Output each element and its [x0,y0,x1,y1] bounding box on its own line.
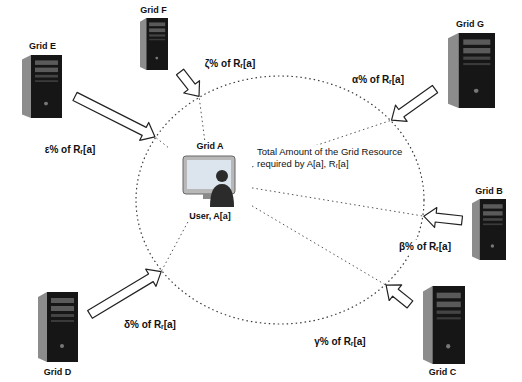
grid-label: Grid E [29,40,56,52]
grid-server: Grid D [25,290,90,378]
grid-server: Grid E [10,40,75,120]
server-tower [38,292,78,362]
grid-label: Grid B [475,185,503,197]
server-tower [423,286,465,364]
spoke-line [155,137,168,148]
ellipse-outline [135,75,425,325]
server-tower [472,199,506,260]
grid-server: Grid C [410,283,475,378]
grid-server: Grid F [125,4,182,72]
edge-label-holder: γ% of Rᵣ[a] [312,335,367,349]
spoke-line [161,222,188,272]
edge-label-holder: δ% of Rᵣ[a] [122,318,178,332]
grid-label: Grid G [456,18,484,30]
edge-label-holder: ζ% of Rᵣ[a] [203,57,257,71]
hollow-arrow [177,69,200,96]
resource-circle: Total Amount of the Grid Resource requir… [135,75,425,325]
share-label: β% of Rᵣ[a] [397,240,453,254]
edge-label-holder: α% of Rᵣ[a] [350,73,406,87]
hollow-arrow [392,85,438,121]
server-tower [140,18,168,70]
hollow-arrow [424,208,463,228]
spoke-line [199,96,205,140]
hollow-arrow [73,92,155,140]
share-label: ζ% of Rᵣ[a] [203,57,257,71]
spoke-line [252,188,424,216]
hollow-arrow [386,285,413,308]
server-tower [22,55,62,118]
server-tower [448,33,495,108]
grid-server: Grid G [435,18,505,110]
edge-label-holder: ε% of Rᵣ[a] [43,143,98,157]
grid-label: User, A[a] [189,210,231,222]
user-computer [183,156,235,207]
hollow-arrow [88,269,161,318]
grid-label: Grid C [429,366,457,378]
dotted-boundary [136,76,424,324]
share-label: δ% of Rᵣ[a] [122,318,178,332]
grid-label: Grid A [196,140,223,152]
share-label: α% of Rᵣ[a] [350,73,406,87]
share-label: γ% of Rᵣ[a] [312,335,367,349]
edge-label-holder: β% of Rᵣ[a] [397,240,453,254]
share-label: ε% of Rᵣ[a] [43,143,98,157]
user-head [216,170,228,182]
user-grid: Grid A User, A[a] [168,140,252,222]
grid-label: Grid F [140,4,167,16]
spoke-line [252,206,386,285]
resource-note: Total Amount of the Grid Resource requir… [255,145,405,171]
user-body [210,184,234,207]
connectors [73,69,463,318]
grid-label: Grid D [44,366,72,378]
grid-server: Grid B [462,185,516,262]
spoke-lines [155,96,424,285]
